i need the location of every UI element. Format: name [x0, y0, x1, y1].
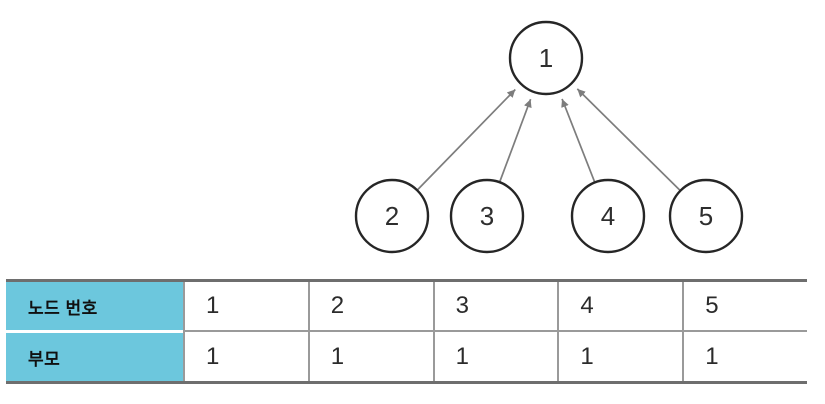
- table-cell: 1: [183, 282, 308, 330]
- tree-edge-2-to-1: [417, 88, 516, 191]
- table-cell: 4: [557, 282, 682, 330]
- tree-node-5: 5: [668, 178, 744, 254]
- node-label: 1: [539, 43, 553, 73]
- table-cell: 1: [307, 330, 433, 381]
- table-cell: 2: [307, 282, 433, 330]
- tree-node-2: 2: [354, 178, 430, 254]
- node-circle: [570, 178, 646, 254]
- tree-node-4: 4: [570, 178, 646, 254]
- table-cell: 1: [557, 330, 683, 381]
- tree-edge-3-to-1: [499, 98, 532, 182]
- node-circle: [508, 20, 584, 96]
- node-label: 3: [480, 201, 494, 231]
- tree-edge-4-to-1: [561, 98, 596, 182]
- table-cell: 1: [432, 330, 558, 381]
- tree-edge-5-to-1: [576, 88, 681, 191]
- node-label: 4: [601, 201, 615, 231]
- node-circle: [354, 178, 430, 254]
- table-cell: 1: [682, 330, 807, 381]
- row-header: 부모: [6, 330, 183, 381]
- node-circle: [668, 178, 744, 254]
- node-label: 2: [385, 201, 399, 231]
- table-cell: 5: [682, 282, 807, 330]
- tree-node-1: 1: [508, 20, 584, 96]
- row-header: 노드 번호: [6, 282, 183, 330]
- node-label: 5: [699, 201, 713, 231]
- table-cell: 1: [183, 330, 308, 381]
- tree-node-3: 3: [449, 178, 525, 254]
- tree-diagram: 1 2 3 4 5: [354, 20, 744, 254]
- table-cell: 3: [432, 282, 558, 330]
- node-circle: [449, 178, 525, 254]
